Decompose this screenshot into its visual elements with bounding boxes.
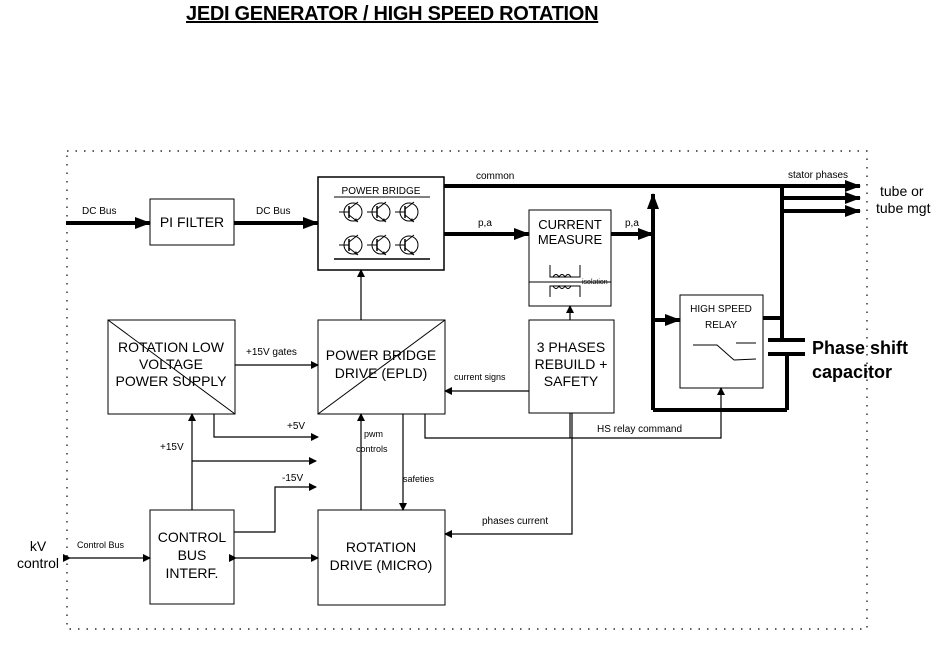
cbi-label-1: CONTROL (158, 529, 227, 545)
tube-label-2: tube mgt (876, 200, 931, 216)
lv-power-label-1: ROTATION LOW (118, 339, 225, 355)
minus-15v-label: -15V (282, 473, 303, 484)
transformer-primary-icon (549, 265, 581, 278)
current-measure-label-1: CURRENT (538, 217, 602, 232)
rotation-drive-block: ROTATION DRIVE (MICRO) (317, 509, 446, 606)
transistor-icon (339, 234, 363, 256)
control-bus-label: Control Bus (77, 540, 125, 550)
high-speed-relay-block: HIGH SPEED RELAY (679, 294, 764, 389)
cbi-label-2: BUS (178, 547, 207, 563)
kv-label-1: kV (30, 538, 47, 554)
pi-filter-block: PI FILTER (149, 198, 235, 246)
stator-phases-label: stator phases (788, 170, 848, 181)
transistor-array-icon (339, 201, 419, 256)
diagram-title: JEDI GENERATOR / HIGH SPEED ROTATION (186, 3, 599, 25)
transistor-icon (395, 201, 419, 223)
pi-filter-label: PI FILTER (160, 214, 224, 230)
isolation-label: isolation (582, 279, 608, 286)
hs-relay-command-line (424, 387, 725, 439)
tube-label-1: tube or (880, 183, 924, 199)
hs-relay-command-label: HS relay command (597, 424, 682, 435)
power-lines (66, 180, 861, 412)
relay-label-1: HIGH SPEED (690, 304, 752, 315)
current-signs-label: current signs (454, 372, 506, 382)
capacitor-label-2: capacitor (812, 362, 892, 382)
gates-15v-label: +15V gates (246, 347, 297, 358)
plus-5v-label: +5V (287, 421, 305, 432)
pwm-label: pwm (364, 429, 383, 439)
three-phases-rebuild-block: 3 PHASES REBUILD + SAFETY (528, 319, 615, 414)
power-bridge-label: POWER BRIDGE (342, 186, 421, 197)
cbi-label-3: INTERF. (166, 565, 219, 581)
rotation-lv-power-supply-block: ROTATION LOW VOLTAGE POWER SUPPLY (107, 319, 236, 415)
power-bridge-drive-block: POWER BRIDGE DRIVE (EPLD) (317, 319, 446, 415)
control-bus-interface-block: CONTROL BUS INTERF. (149, 509, 235, 605)
transistor-icon (367, 234, 391, 256)
rebuild-label-1: 3 PHASES (537, 339, 605, 355)
capacitor-label-1: Phase shift (812, 338, 908, 358)
power-bridge-block: POWER BRIDGE (317, 176, 445, 271)
safeties-label: safeties (403, 474, 435, 484)
rebuild-label-2: REBUILD + (535, 356, 608, 372)
plus-15v-label: +15V (160, 442, 184, 453)
lv-power-label-2: VOLTAGE (139, 356, 203, 372)
system-boundary (66, 150, 868, 630)
current-measure-block: CURRENT MEASURE isolation (528, 209, 612, 307)
transistor-icon (395, 234, 419, 256)
pa-label-1: p,a (478, 218, 492, 229)
micro-label-1: ROTATION (346, 539, 416, 555)
epld-label-1: POWER BRIDGE (326, 347, 436, 363)
epld-label-2: DRIVE (EPLD) (335, 365, 428, 381)
transistor-icon (339, 201, 363, 223)
pa-label-2: p,a (625, 218, 639, 229)
transistor-icon (367, 201, 391, 223)
lv-power-label-3: POWER SUPPLY (116, 373, 228, 389)
relay-label-2: RELAY (705, 320, 737, 331)
transformer-secondary-icon (549, 285, 581, 297)
plus-5v-line (213, 414, 319, 441)
kv-label-2: control (17, 555, 59, 571)
common-label: common (476, 171, 514, 182)
controls-label: controls (356, 444, 388, 454)
current-measure-label-2: MEASURE (538, 232, 603, 247)
rebuild-label-3: SAFETY (544, 373, 599, 389)
phases-current-line (444, 413, 573, 538)
switch-contact-icon (693, 342, 757, 361)
dc-bus-in-label: DC Bus (82, 206, 116, 217)
signal-lines (63, 269, 725, 562)
dc-bus-out-label: DC Bus (256, 206, 290, 217)
phases-current-label: phases current (482, 516, 548, 527)
micro-label-2: DRIVE (MICRO) (330, 557, 433, 573)
minus-15v-line (234, 483, 317, 533)
